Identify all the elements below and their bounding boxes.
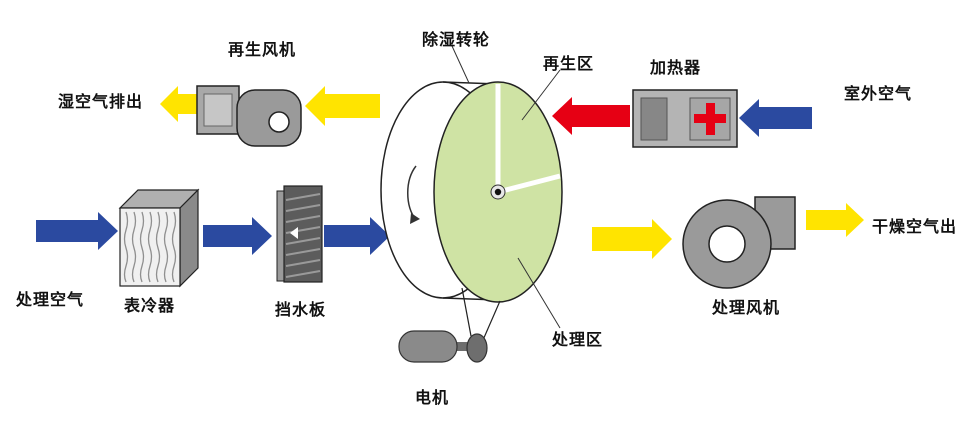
- arrow-wheel-to-regen-fan: [305, 86, 380, 126]
- water-baffle: [276, 185, 323, 283]
- label-heater: 加热器: [650, 58, 702, 77]
- arrow-cooler-to-baffle: [203, 217, 272, 255]
- label-regen-zone: 再生区: [543, 54, 595, 73]
- leader-lines: [451, 45, 561, 329]
- label-baffle: 挡水板: [275, 300, 327, 319]
- flow-arrows: [36, 86, 864, 259]
- label-regen-fan: 再生风机: [228, 40, 297, 59]
- label-process-air: 处理空气: [16, 290, 85, 309]
- baffle-slats: [285, 193, 321, 278]
- arrow-wheel-to-process-fan: [592, 219, 672, 259]
- label-wheel: 除湿转轮: [422, 30, 491, 49]
- desiccant-wheel: [380, 81, 563, 303]
- heater-unit: [632, 89, 738, 148]
- rotation-arrowhead: [410, 213, 420, 224]
- heater-plus-horizontal: [694, 114, 726, 123]
- belt-line-left: [461, 287, 472, 337]
- cooler-coil-hatch: [123, 211, 177, 283]
- label-outdoor-air: 室外空气: [844, 84, 913, 103]
- wheel-sector-line-right: [497, 173, 561, 195]
- label-motor: 电机: [415, 388, 450, 407]
- wheel-hub-dot: [494, 188, 502, 196]
- leader-regen-zone: [521, 69, 561, 121]
- leader-wheel-title: [451, 45, 470, 84]
- regen-fan-volute: [236, 89, 302, 147]
- regen-fan-hub: [268, 111, 290, 133]
- motor-shaft: [454, 342, 470, 351]
- baffle-panel: [283, 185, 323, 283]
- arrow-process-air-in: [36, 212, 118, 250]
- label-process-zone: 处理区: [552, 330, 604, 349]
- arrow-heater-to-wheel: [552, 97, 630, 135]
- arrow-dry-air-out: [806, 203, 864, 237]
- label-process-fan: 处理风机: [712, 298, 781, 317]
- motor-pulley: [466, 333, 488, 363]
- label-humid-air-out: 湿空气排出: [58, 92, 144, 111]
- heater-left-cell: [640, 97, 668, 141]
- label-cooler: 表冷器: [124, 296, 176, 315]
- regen-fan-inlet-inner: [203, 93, 233, 127]
- arrow-outdoor-to-heater: [739, 99, 812, 137]
- baffle-flow-marker: [290, 227, 298, 239]
- wheel-motor: [398, 287, 501, 363]
- regeneration-fan: [196, 85, 302, 147]
- motor-body: [398, 330, 458, 363]
- surface-cooler: [118, 188, 200, 288]
- belt-line-right: [482, 300, 501, 341]
- process-fan-hub: [708, 225, 746, 263]
- label-dry-air-out: 干燥空气出: [872, 217, 958, 236]
- leader-process-zone: [517, 257, 561, 329]
- arrow-baffle-to-wheel: [324, 217, 390, 255]
- process-fan: [682, 196, 796, 289]
